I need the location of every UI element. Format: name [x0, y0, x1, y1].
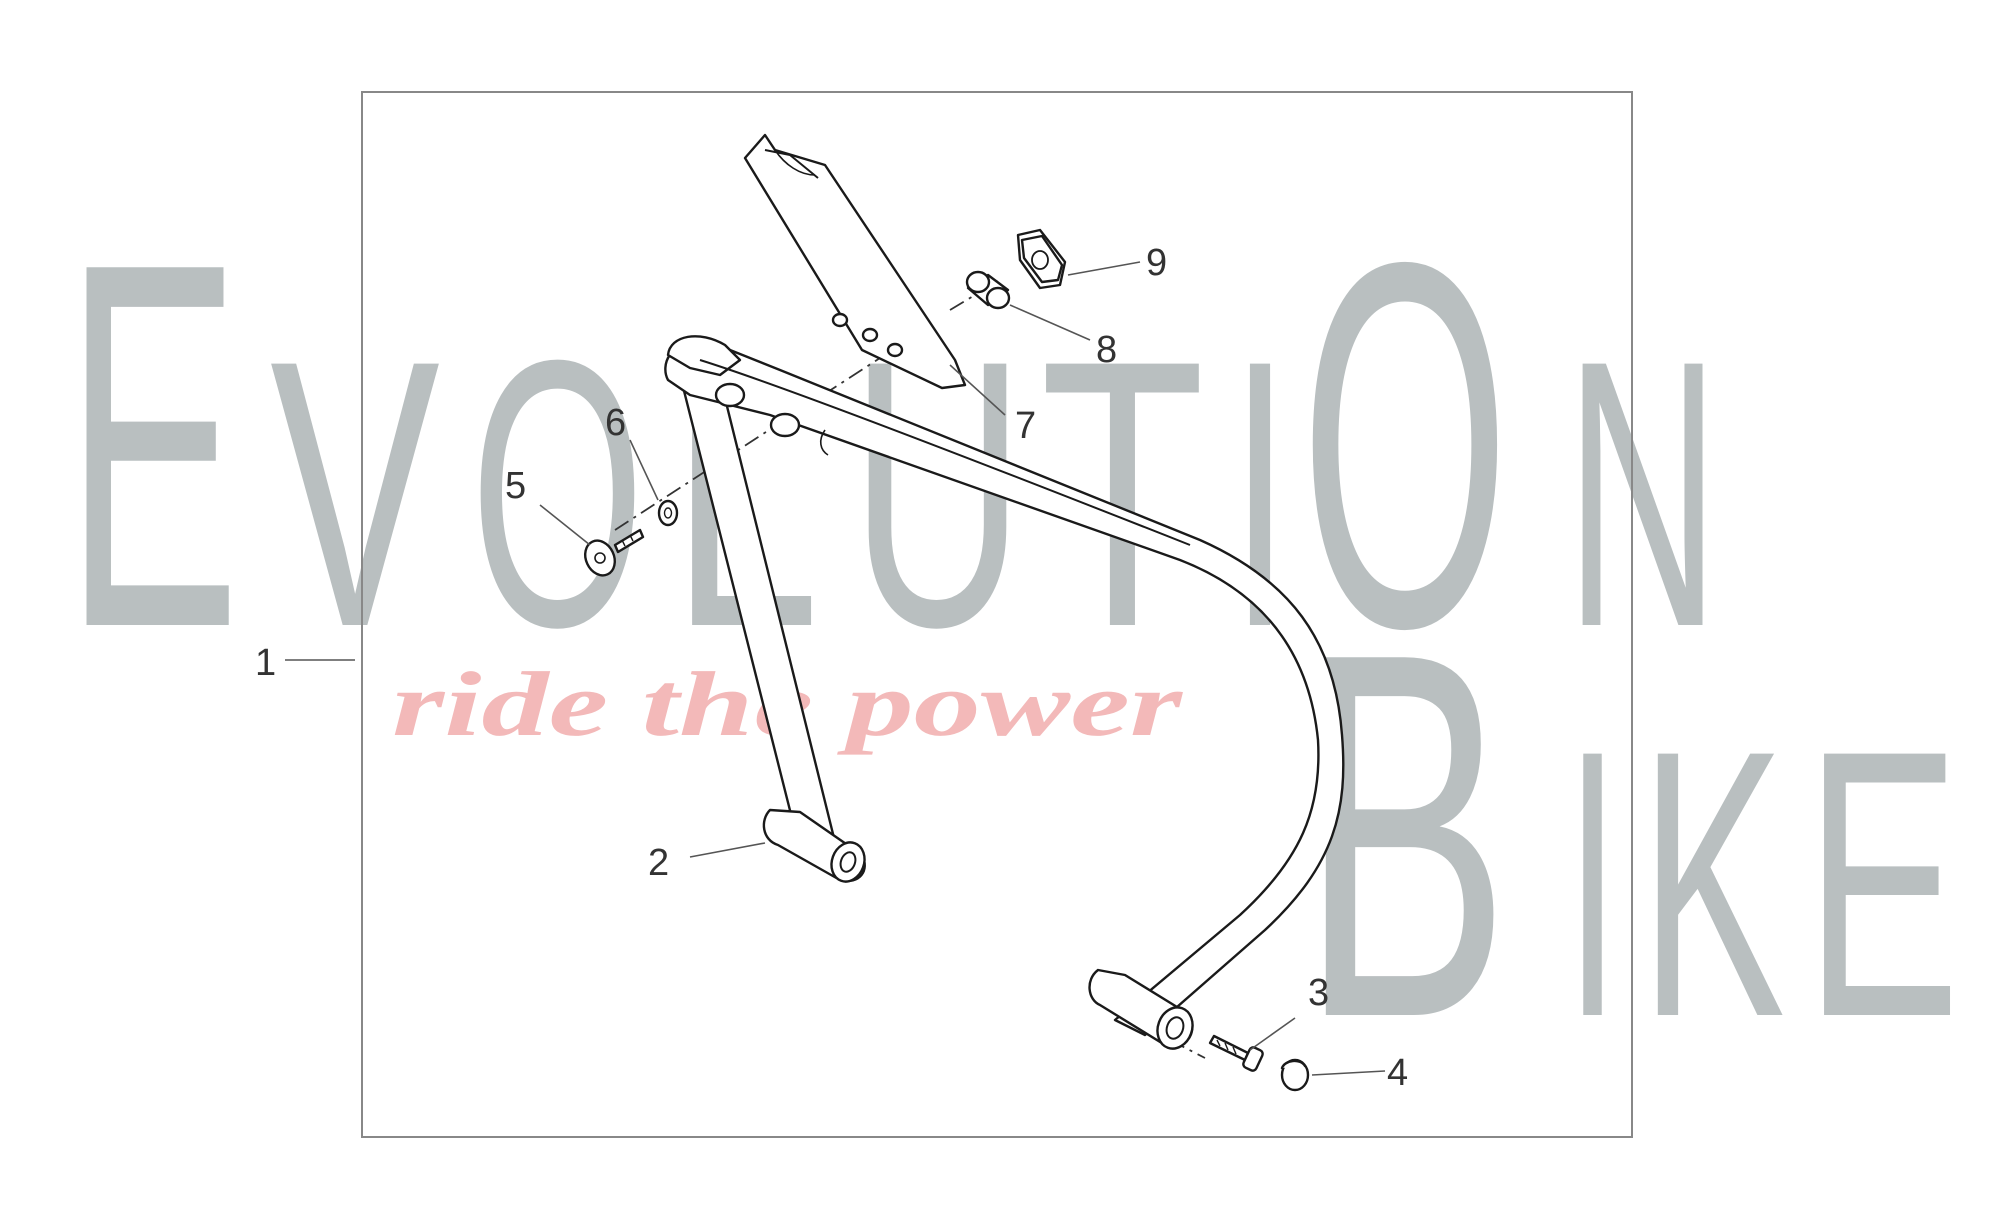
watermark-letter: I [1565, 671, 1620, 1096]
right-foot-part [1088, 968, 1194, 1050]
callout-4: 4 [1387, 1052, 1408, 1094]
watermark-letter: V [270, 281, 441, 706]
callout-3: 3 [1308, 972, 1329, 1014]
foot-bolt-part [1208, 1034, 1264, 1072]
assembly-axis-line [614, 344, 901, 531]
diagram-frame [361, 91, 1633, 1138]
callout-9: 9 [1146, 242, 1167, 284]
bracket-plate-part [743, 133, 967, 390]
watermark: E V O L U T I O N B I K E ride the power [65, 155, 1960, 1126]
callout-7: 7 [1015, 405, 1036, 447]
callout-2: 2 [648, 842, 669, 884]
pivot-screw-part [584, 528, 645, 577]
watermark-letter: B [1300, 545, 1510, 1126]
foot-cap-part [1280, 1058, 1310, 1092]
watermark-letter: K [1640, 671, 1785, 1096]
callout-8: 8 [1096, 329, 1117, 371]
watermark-letter: N [1565, 281, 1720, 706]
washer-part [657, 499, 679, 527]
watermark-letter: O [470, 281, 645, 706]
bushing-part [965, 270, 1011, 310]
stand-frame-part [664, 335, 1345, 1037]
clip-nut-part [1016, 228, 1067, 290]
watermark-letter: E [65, 155, 240, 736]
callout-5: 5 [505, 465, 526, 507]
watermark-letter: I [1230, 281, 1290, 706]
left-foot-part [762, 808, 866, 883]
watermark-letter: E [1805, 671, 1960, 1096]
assembly-axis-line-upper [949, 279, 1001, 311]
callout-1: 1 [255, 642, 276, 684]
watermark-letter: O [1300, 155, 1510, 736]
callout-labels: 1 2 3 4 5 6 7 8 9 [255, 242, 1408, 1094]
leader-lines [285, 261, 1386, 1076]
callout-6: 6 [605, 402, 626, 444]
